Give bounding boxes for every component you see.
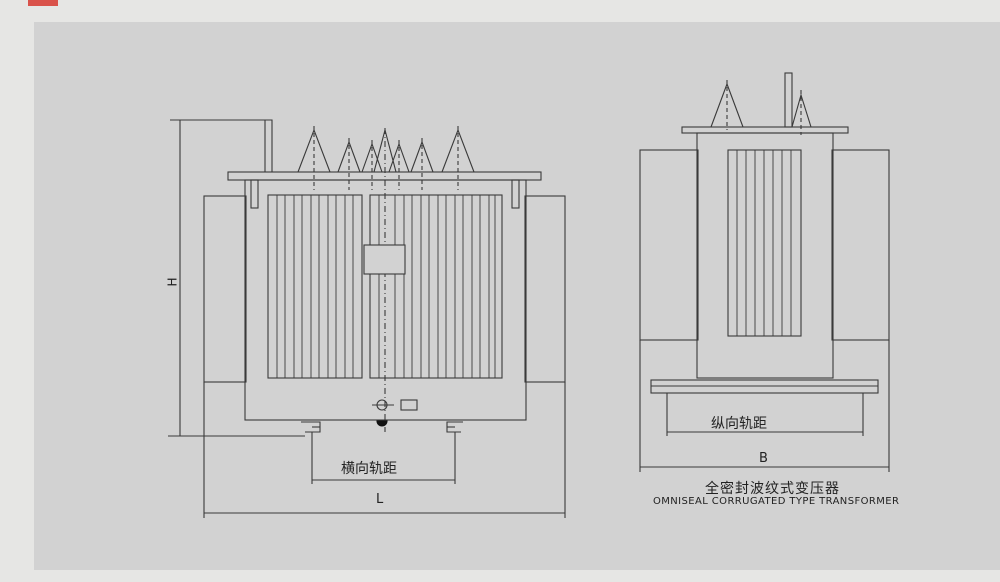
- side-vent-pipe: [784, 72, 793, 128]
- front-oil-indicator: [400, 399, 418, 411]
- front-right-radiator: [524, 195, 566, 383]
- side-left-radiator: [639, 149, 699, 341]
- height-label: H: [165, 277, 180, 287]
- caption-english: OMNISEAL CORRUGATED TYPE TRANSFORMER: [653, 496, 900, 507]
- side-bushing-left: [710, 82, 744, 128]
- front-right-bracket: [511, 179, 520, 209]
- caption-chinese: 全密封波纹式变压器: [705, 481, 840, 497]
- corner-color-mark: [28, 0, 58, 6]
- length-label: L: [376, 492, 384, 507]
- front-fins: [276, 195, 496, 378]
- side-fins: [736, 150, 792, 336]
- front-bushing-centerlines: [313, 126, 459, 190]
- front-right-fin-panel: [369, 194, 503, 379]
- front-bushings: [297, 127, 475, 173]
- longitudinal-rail-gauge-label: 纵向轨距: [711, 416, 767, 432]
- front-grounding-terminal: [376, 420, 388, 427]
- width-label: B: [759, 451, 768, 466]
- front-left-fin-panel: [267, 194, 363, 379]
- front-height-reference: [176, 119, 273, 172]
- side-fin-panel: [727, 149, 802, 337]
- front-left-radiator: [203, 195, 247, 383]
- transverse-rail-gauge-label: 横向轨距: [341, 461, 397, 477]
- drawing-panel: [34, 22, 1000, 570]
- front-view: [168, 119, 566, 518]
- side-top-cover: [681, 126, 849, 134]
- side-tank-body: [696, 132, 834, 379]
- side-right-radiator: [831, 149, 890, 341]
- front-nameplate: [363, 244, 406, 275]
- side-view: [639, 72, 890, 472]
- front-left-bracket: [250, 179, 259, 209]
